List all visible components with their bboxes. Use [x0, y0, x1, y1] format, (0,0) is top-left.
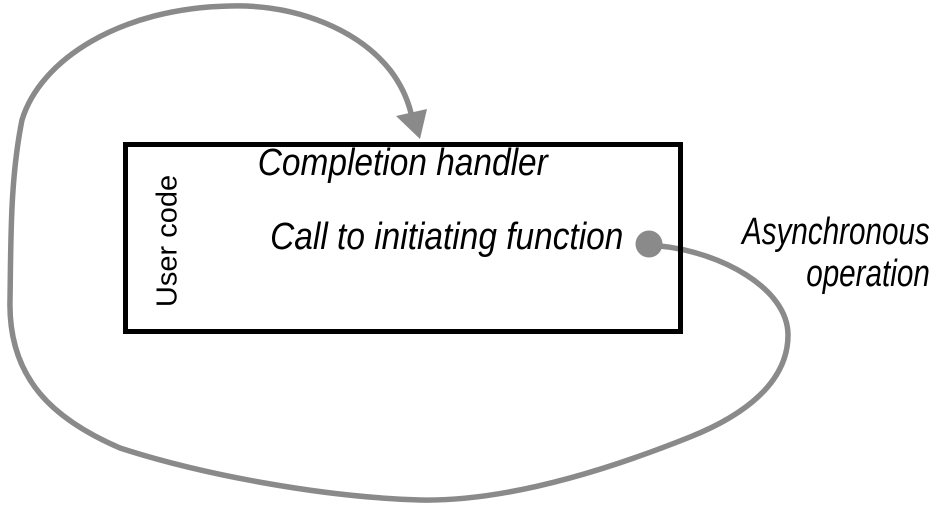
asynchronous-operation-label: Asynchronous operation: [742, 211, 930, 295]
call-to-initiating-function-text: Call to initiating function: [269, 216, 623, 258]
user-code-box: User code Completion handler Call to ini…: [123, 142, 683, 334]
initiating-call-dot-icon: [635, 230, 663, 258]
completion-handler-text: Completion handler: [258, 142, 548, 184]
async-flow-curve: [7, 3, 791, 503]
arrowhead-icon: [396, 109, 427, 139]
completion-handler-label: Completion handler: [128, 144, 678, 182]
user-code-side-label: User code: [151, 174, 184, 308]
asynchronous-operation-line1: Asynchronous: [742, 211, 930, 253]
call-to-initiating-function-label: Call to initiating function: [222, 218, 623, 256]
asynchronous-operation-line2: operation: [806, 253, 930, 295]
